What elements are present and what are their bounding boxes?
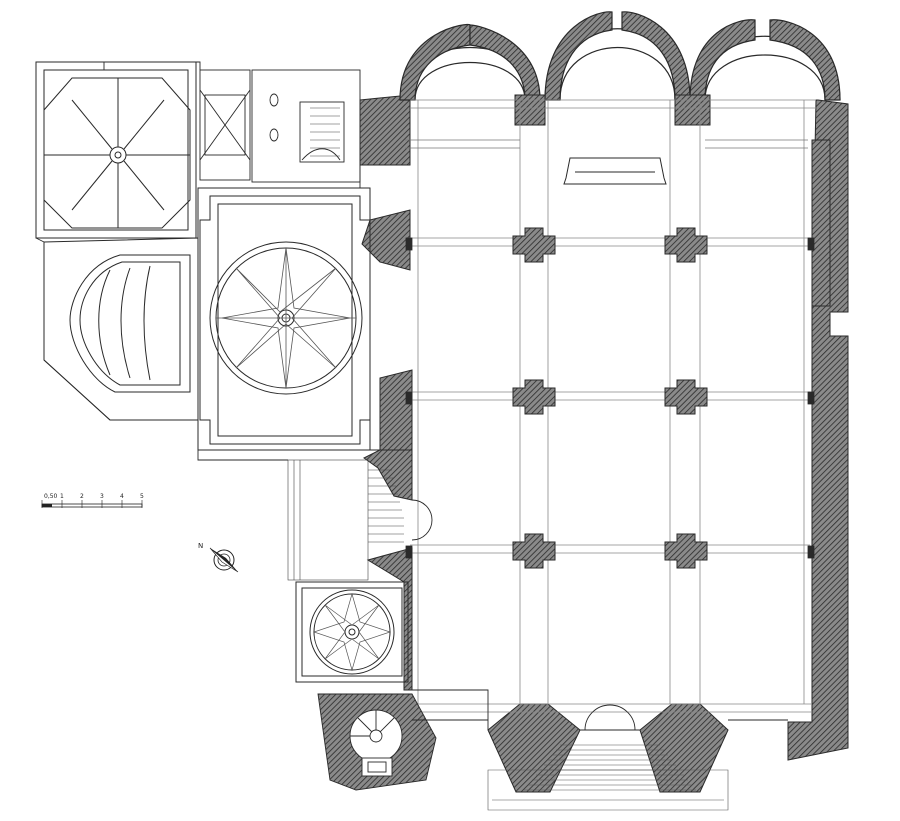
annex-outlines	[35, 61, 788, 730]
altar	[563, 157, 667, 185]
lower-chapel	[295, 581, 409, 683]
north-label: N	[198, 542, 203, 550]
lower-chapel-star	[312, 592, 392, 672]
scale-tick-5: 5	[140, 493, 144, 500]
north-arrow: N	[198, 542, 239, 573]
scale-tick-2: 2	[80, 493, 84, 500]
scale-bar: 0,50 1 2 3 4 5	[41, 493, 144, 508]
right-pilasters	[405, 237, 815, 559]
scale-tick-3: 3	[100, 493, 104, 500]
upper-left-chapel	[35, 61, 197, 239]
left-apsidal-room	[43, 237, 199, 421]
side-door	[411, 499, 433, 541]
spiral-stair	[317, 693, 437, 791]
top-stair	[310, 107, 340, 157]
apses	[399, 11, 841, 101]
side-stair	[287, 459, 404, 581]
apse-steps	[405, 139, 808, 149]
entrance-steps	[487, 744, 729, 811]
apse-pillars	[514, 94, 711, 126]
scale-tick-4: 4	[120, 493, 124, 500]
scale-tick-050: 0,50	[44, 493, 58, 500]
main-door	[580, 704, 640, 731]
scale-tick-1: 1	[60, 493, 64, 500]
service-rooms	[199, 69, 361, 183]
nave-piers	[512, 227, 708, 569]
nave-outer-walls	[359, 94, 849, 793]
dome-star	[216, 247, 356, 389]
nave-vault-lines	[410, 99, 816, 713]
